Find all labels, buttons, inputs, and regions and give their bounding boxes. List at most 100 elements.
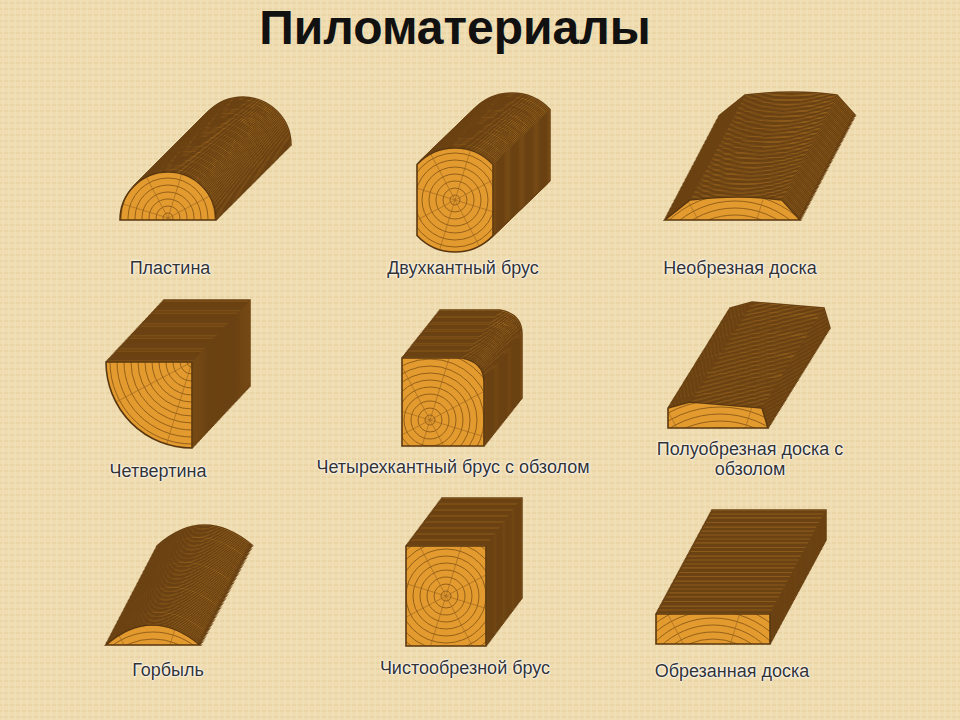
end-face-outline bbox=[656, 614, 770, 644]
growth-ring bbox=[338, 83, 572, 317]
growth-ring bbox=[646, 201, 824, 379]
end-face-outline bbox=[665, 197, 800, 220]
lumber-piece bbox=[331, 76, 579, 324]
radial-crack bbox=[331, 162, 455, 200]
radial-crack bbox=[192, 301, 307, 362]
radial-crack bbox=[455, 139, 570, 200]
lumber-piece bbox=[589, 510, 837, 720]
growth-ring bbox=[68, 238, 316, 486]
radial-crack bbox=[446, 535, 561, 596]
lumber-caption: Двухкантный брус bbox=[387, 259, 539, 279]
lumber-piece bbox=[322, 472, 570, 720]
growth-ring bbox=[99, 646, 207, 720]
growth-ring bbox=[148, 695, 158, 705]
radial-crack bbox=[455, 200, 516, 315]
radial-crack bbox=[192, 238, 230, 362]
growth-ring bbox=[331, 76, 579, 324]
growth-ring bbox=[89, 259, 295, 465]
growth-ring bbox=[71, 618, 235, 720]
growth-rings bbox=[589, 576, 837, 720]
growth-ring bbox=[603, 590, 823, 720]
growth-ring bbox=[127, 674, 179, 720]
lumber-caption: Пластина bbox=[130, 259, 211, 279]
lumber-caption: Полуобрезная доска с обзолом bbox=[648, 440, 853, 480]
lumber-piece bbox=[29, 525, 277, 720]
growth-ring bbox=[694, 681, 732, 719]
radial-crack bbox=[340, 200, 455, 261]
growth-ring bbox=[329, 479, 563, 713]
growth-ring bbox=[82, 252, 302, 472]
end-face-outline bbox=[668, 402, 768, 428]
growth-ring bbox=[96, 266, 288, 458]
radial-crack bbox=[331, 596, 446, 657]
radial-crack bbox=[394, 85, 455, 200]
radial-crack bbox=[107, 103, 168, 218]
lumber-caption: Четырехкантный брус с обзолом bbox=[316, 458, 589, 478]
lumber-caption: Горбыль bbox=[132, 661, 204, 681]
radial-crack bbox=[598, 700, 713, 720]
end-face bbox=[656, 614, 770, 644]
growth-ring bbox=[64, 611, 242, 720]
radial-crack bbox=[168, 94, 206, 218]
radial-crack bbox=[596, 472, 720, 510]
end-face-outline bbox=[402, 358, 484, 446]
end-face-outline bbox=[106, 625, 200, 645]
growth-ring bbox=[730, 285, 740, 295]
radial-crack bbox=[306, 382, 430, 420]
end-face-outline bbox=[417, 148, 493, 252]
radial-crack bbox=[446, 596, 570, 634]
lumber-caption: Четвертина bbox=[110, 462, 207, 482]
radial-crack bbox=[446, 472, 484, 596]
radial-crack bbox=[385, 481, 446, 596]
growth-ring bbox=[653, 208, 817, 372]
lumber-caption: Необрезная доска bbox=[663, 259, 817, 279]
radial-crack bbox=[652, 585, 713, 700]
growth-rings bbox=[322, 472, 570, 720]
radial-crack bbox=[369, 305, 430, 420]
growth-ring bbox=[589, 576, 837, 720]
end-face-outline bbox=[406, 546, 486, 646]
radial-crack bbox=[408, 596, 446, 720]
radial-crack bbox=[713, 700, 774, 720]
growth-ring bbox=[610, 597, 816, 720]
end-face bbox=[106, 625, 200, 645]
growth-rings bbox=[68, 238, 316, 486]
growth-ring bbox=[134, 681, 172, 719]
growth-ring bbox=[603, 393, 837, 627]
growth-ring bbox=[596, 583, 830, 720]
growth-ring bbox=[50, 597, 256, 720]
growth-ring bbox=[617, 604, 809, 720]
growth-ring bbox=[596, 386, 844, 634]
end-face-outline bbox=[106, 362, 192, 448]
growth-ring bbox=[43, 590, 263, 720]
radial-crack bbox=[153, 576, 191, 700]
lumber-piece bbox=[68, 238, 316, 486]
radial-crack bbox=[455, 200, 579, 238]
page-title: Пиломатериалы bbox=[259, 4, 650, 52]
radial-crack bbox=[92, 585, 153, 700]
radial-crack bbox=[192, 362, 316, 400]
growth-ring bbox=[36, 583, 270, 720]
radial-crack bbox=[77, 362, 192, 423]
radial-crack bbox=[115, 700, 153, 720]
growth-ring bbox=[625, 180, 845, 400]
end-face-outline bbox=[120, 172, 216, 220]
radial-crack bbox=[153, 700, 214, 720]
radial-crack bbox=[713, 700, 837, 720]
radial-crack bbox=[153, 700, 277, 720]
growth-ring bbox=[141, 688, 165, 712]
radial-crack bbox=[192, 362, 253, 477]
growth-ring bbox=[322, 472, 570, 720]
radial-crack bbox=[44, 180, 168, 218]
lumber-piece bbox=[611, 92, 859, 414]
growth-ring bbox=[75, 245, 309, 479]
radial-crack bbox=[68, 324, 192, 362]
radial-crack bbox=[713, 576, 751, 700]
growth-ring bbox=[78, 625, 228, 720]
growth-ring bbox=[708, 695, 718, 705]
growth-ring bbox=[57, 604, 249, 720]
growth-rings bbox=[29, 576, 277, 720]
